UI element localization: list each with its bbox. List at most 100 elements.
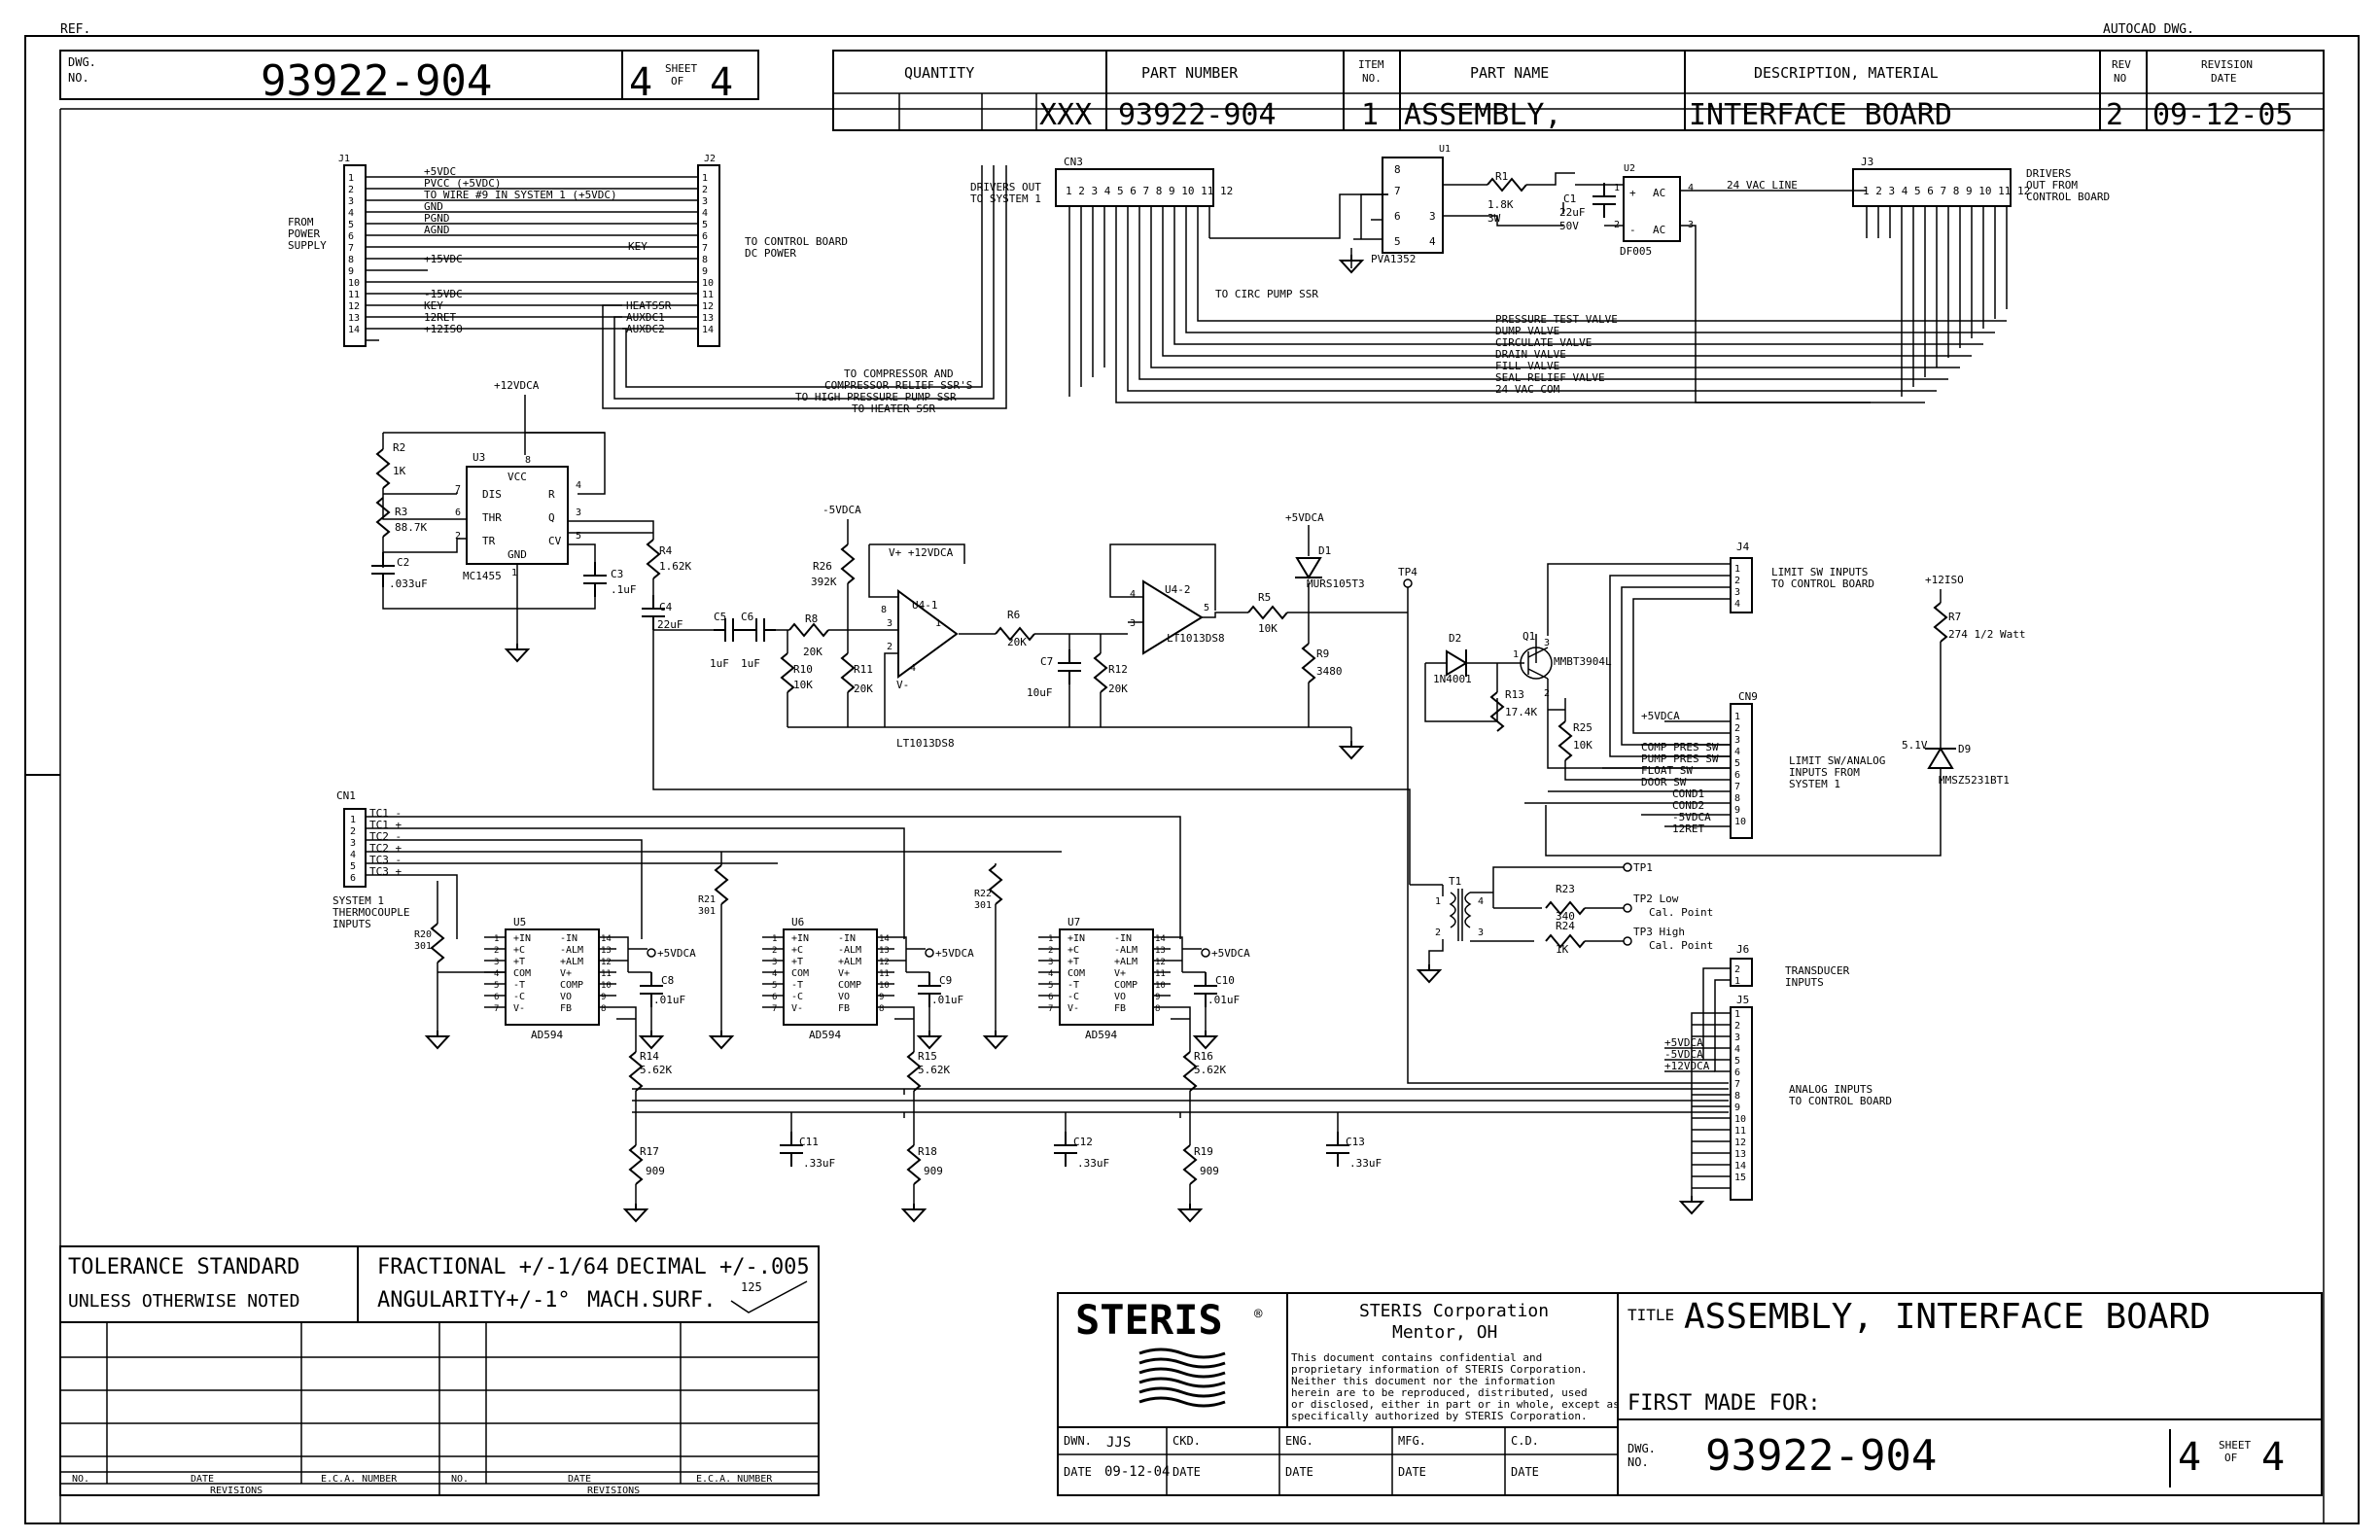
- svg-text:DATE: DATE: [1064, 1465, 1092, 1479]
- svg-text:CN1: CN1: [336, 789, 356, 802]
- svg-text:3W: 3W: [1488, 212, 1501, 225]
- svg-text:6: 6: [494, 993, 499, 1002]
- svg-text:TRANSDUCER: TRANSDUCER: [1785, 964, 1850, 977]
- svg-text:VO: VO: [1114, 992, 1126, 1002]
- svg-text:R7: R7: [1948, 611, 1961, 623]
- svg-text:SYSTEM 1: SYSTEM 1: [332, 894, 384, 907]
- svg-text:PGND: PGND: [424, 212, 450, 225]
- svg-text:6: 6: [1394, 210, 1401, 223]
- svg-text:C3: C3: [611, 568, 623, 580]
- svg-text:+12VDCA: +12VDCA: [1664, 1060, 1710, 1072]
- svg-text:COND1: COND1: [1672, 788, 1704, 800]
- titleblock-dwg-number: 93922-904: [1705, 1431, 1937, 1481]
- svg-text:20K: 20K: [1108, 682, 1128, 695]
- svg-text:-ALM: -ALM: [560, 945, 583, 956]
- svg-text:9: 9: [601, 993, 606, 1002]
- svg-text:DUMP VALVE: DUMP VALVE: [1495, 325, 1559, 337]
- svg-text:+5VDCA: +5VDCA: [657, 947, 696, 960]
- svg-text:+IN: +IN: [1068, 933, 1085, 944]
- svg-text:22uF: 22uF: [1559, 206, 1586, 219]
- svg-text:C2: C2: [397, 556, 409, 569]
- svg-text:DATE: DATE: [568, 1474, 591, 1485]
- svg-text:6: 6: [350, 873, 356, 884]
- j2-connector: [697, 164, 720, 347]
- svg-text:R8: R8: [805, 612, 818, 625]
- svg-text:6: 6: [772, 993, 777, 1002]
- svg-text:R24: R24: [1556, 920, 1575, 932]
- svg-text:TO HEATER SSR: TO HEATER SSR: [852, 402, 935, 415]
- svg-text:MMSZ5231BT1: MMSZ5231BT1: [1939, 774, 2010, 787]
- j4-connector: [1730, 557, 1753, 613]
- svg-text:+12ISO: +12ISO: [424, 323, 463, 335]
- svg-text:TP2 Low: TP2 Low: [1633, 892, 1679, 905]
- svg-text:11: 11: [601, 969, 612, 979]
- svg-text:CN3: CN3: [1064, 156, 1083, 168]
- svg-text:INPUTS: INPUTS: [332, 918, 371, 930]
- cn9-pin-number: 3: [1734, 735, 1740, 746]
- svg-text:8: 8: [1394, 163, 1401, 176]
- svg-text:DRAIN VALVE: DRAIN VALVE: [1495, 348, 1566, 361]
- svg-text:J1: J1: [338, 154, 350, 164]
- svg-text:1: 1: [935, 618, 941, 629]
- parts-part-number: 93922-904: [1118, 98, 1277, 132]
- svg-text:8: 8: [525, 455, 531, 466]
- svg-text:1: 1: [1048, 934, 1053, 944]
- svg-text:+ALM: +ALM: [1114, 957, 1138, 967]
- svg-text:GND: GND: [424, 200, 443, 213]
- svg-text:REVISIONS: REVISIONS: [587, 1486, 640, 1496]
- svg-text:6: 6: [455, 508, 461, 518]
- svg-text:9: 9: [1155, 993, 1160, 1002]
- svg-text:-T: -T: [1068, 980, 1079, 991]
- svg-text:13: 13: [1155, 946, 1166, 956]
- svg-text:4: 4: [1734, 599, 1740, 610]
- svg-text:1: 1: [1513, 649, 1519, 660]
- svg-text:20K: 20K: [803, 646, 822, 658]
- svg-text:CONTROL BOARD: CONTROL BOARD: [2026, 191, 2110, 203]
- svg-text:DF005: DF005: [1620, 245, 1652, 258]
- j1-pin-number: 12: [348, 301, 360, 312]
- svg-text:909: 909: [1200, 1165, 1219, 1177]
- svg-text:specifically authorized by STE: specifically authorized by STERIS Corpor…: [1291, 1410, 1588, 1422]
- svg-text:C10: C10: [1215, 974, 1235, 987]
- svg-text:OF: OF: [671, 75, 683, 88]
- parts-description: INTERFACE BOARD: [1689, 98, 1952, 132]
- title-block: STERIS ® STERIS Corporation Mentor, OH T…: [1057, 1292, 2323, 1496]
- svg-text:.1uF: .1uF: [611, 583, 637, 596]
- svg-text:-IN: -IN: [1114, 933, 1132, 944]
- svg-text:10uF: 10uF: [1027, 686, 1053, 699]
- svg-text:3: 3: [576, 508, 581, 518]
- svg-text:DESCRIPTION, MATERIAL: DESCRIPTION, MATERIAL: [1754, 64, 1939, 82]
- svg-text:THR: THR: [482, 511, 502, 524]
- svg-text:125: 125: [741, 1280, 762, 1294]
- svg-text:ITEM: ITEM: [1358, 58, 1384, 71]
- svg-text:COMP: COMP: [560, 980, 583, 991]
- j5-pin-number: 4: [1734, 1044, 1740, 1055]
- cn3-connector: [1055, 168, 1214, 207]
- svg-text:TO COMPRESSOR AND: TO COMPRESSOR AND: [844, 368, 954, 380]
- svg-text:11: 11: [1155, 969, 1166, 979]
- svg-text:4: 4: [1130, 589, 1136, 600]
- svg-text:R14: R14: [640, 1050, 659, 1063]
- svg-text:1: 1: [1361, 98, 1379, 132]
- svg-text:C6: C6: [741, 611, 753, 623]
- svg-text:R16: R16: [1194, 1050, 1213, 1063]
- j2-pin-number: 3: [702, 196, 708, 207]
- svg-text:5: 5: [494, 981, 499, 991]
- j5-pin-number: 5: [1734, 1056, 1740, 1067]
- svg-text:R20: R20: [414, 929, 432, 940]
- svg-text:7: 7: [1394, 185, 1401, 197]
- svg-text:12: 12: [601, 958, 612, 967]
- svg-text:C7: C7: [1040, 655, 1053, 668]
- svg-text:3: 3: [1130, 618, 1136, 629]
- j5-pin-number: 15: [1734, 1172, 1746, 1183]
- svg-text:DATE: DATE: [2211, 72, 2237, 85]
- svg-text:SUPPLY: SUPPLY: [288, 239, 327, 252]
- svg-text:R: R: [548, 488, 555, 501]
- svg-text:ENG.: ENG.: [1285, 1434, 1313, 1448]
- svg-text:VO: VO: [560, 992, 572, 1002]
- svg-text:TO HIGH PRESSURE PUMP SSR: TO HIGH PRESSURE PUMP SSR: [795, 391, 957, 403]
- svg-text:4: 4: [910, 663, 916, 674]
- svg-text:+5VDCA: +5VDCA: [1664, 1036, 1703, 1049]
- svg-text:R5: R5: [1258, 591, 1271, 604]
